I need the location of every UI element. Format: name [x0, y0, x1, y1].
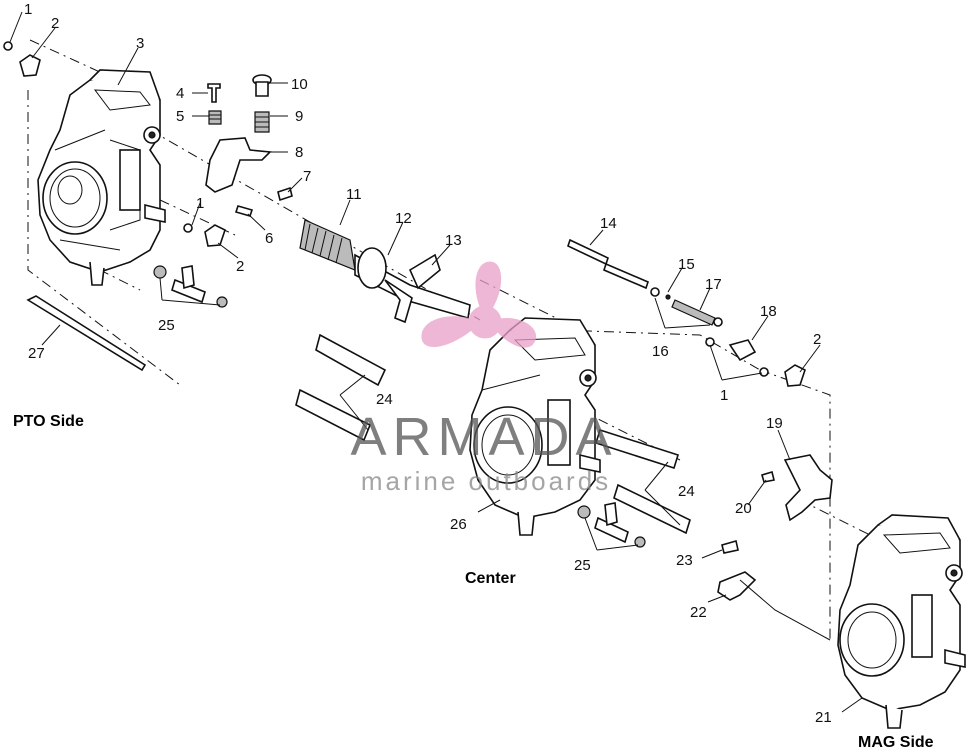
callout: 25 [574, 557, 591, 574]
callout: 1 [24, 1, 32, 18]
callouts: 1 2 3 4 5 10 9 8 7 11 1 6 2 12 13 14 15 … [24, 1, 832, 726]
callout: 7 [303, 168, 311, 185]
callout: 22 [690, 604, 707, 621]
callout: 5 [176, 108, 184, 125]
mag-carburetor [837, 514, 966, 729]
callout: 9 [295, 108, 303, 125]
hardware-parts [3, 41, 833, 601]
pins [567, 238, 649, 290]
callout: 12 [395, 210, 412, 227]
callout: 11 [346, 186, 362, 203]
callout: 1 [196, 195, 204, 212]
callout: 10 [291, 76, 308, 93]
throttle-spring [299, 219, 356, 271]
watermark-brand: ARMADA [350, 407, 617, 467]
callout: 24 [678, 483, 695, 500]
callout: 26 [450, 516, 467, 533]
hoses-left [295, 333, 387, 442]
watermark: ARMADA marine outboards [350, 261, 617, 496]
callout: 18 [760, 303, 777, 320]
callout: 6 [265, 230, 273, 247]
propeller-icon [421, 261, 536, 348]
mag-side-label: MAG Side [858, 734, 934, 750]
callout: 15 [678, 256, 695, 273]
callout: 14 [600, 215, 617, 232]
callout: 8 [295, 144, 303, 161]
callout: 17 [705, 276, 722, 293]
tee-fitting-center [577, 502, 646, 548]
callout: 3 [136, 35, 144, 52]
callout: 16 [652, 343, 669, 360]
throttle-shaft [354, 247, 471, 324]
callout: 4 [176, 85, 184, 102]
hoses-right [595, 428, 691, 535]
pto-carburetor [37, 69, 166, 286]
callout: 25 [158, 317, 175, 334]
watermark-tagline: marine outboards [361, 466, 611, 496]
callout: 20 [735, 500, 752, 517]
callout: 1 [720, 387, 728, 404]
callout: 27 [28, 345, 45, 362]
tee-fitting-left [153, 265, 228, 308]
callout: 24 [376, 391, 393, 408]
leader-lines [9, 11, 863, 713]
callout: 13 [445, 232, 462, 249]
callout: 2 [236, 258, 244, 275]
callout: 19 [766, 415, 783, 432]
center-label: Center [465, 570, 516, 587]
callout: 21 [815, 709, 832, 726]
pto-side-label: PTO Side [13, 413, 84, 430]
callout: 23 [676, 552, 693, 569]
callout: 2 [51, 15, 59, 32]
center-carburetor [469, 317, 601, 536]
callout: 2 [813, 331, 821, 348]
